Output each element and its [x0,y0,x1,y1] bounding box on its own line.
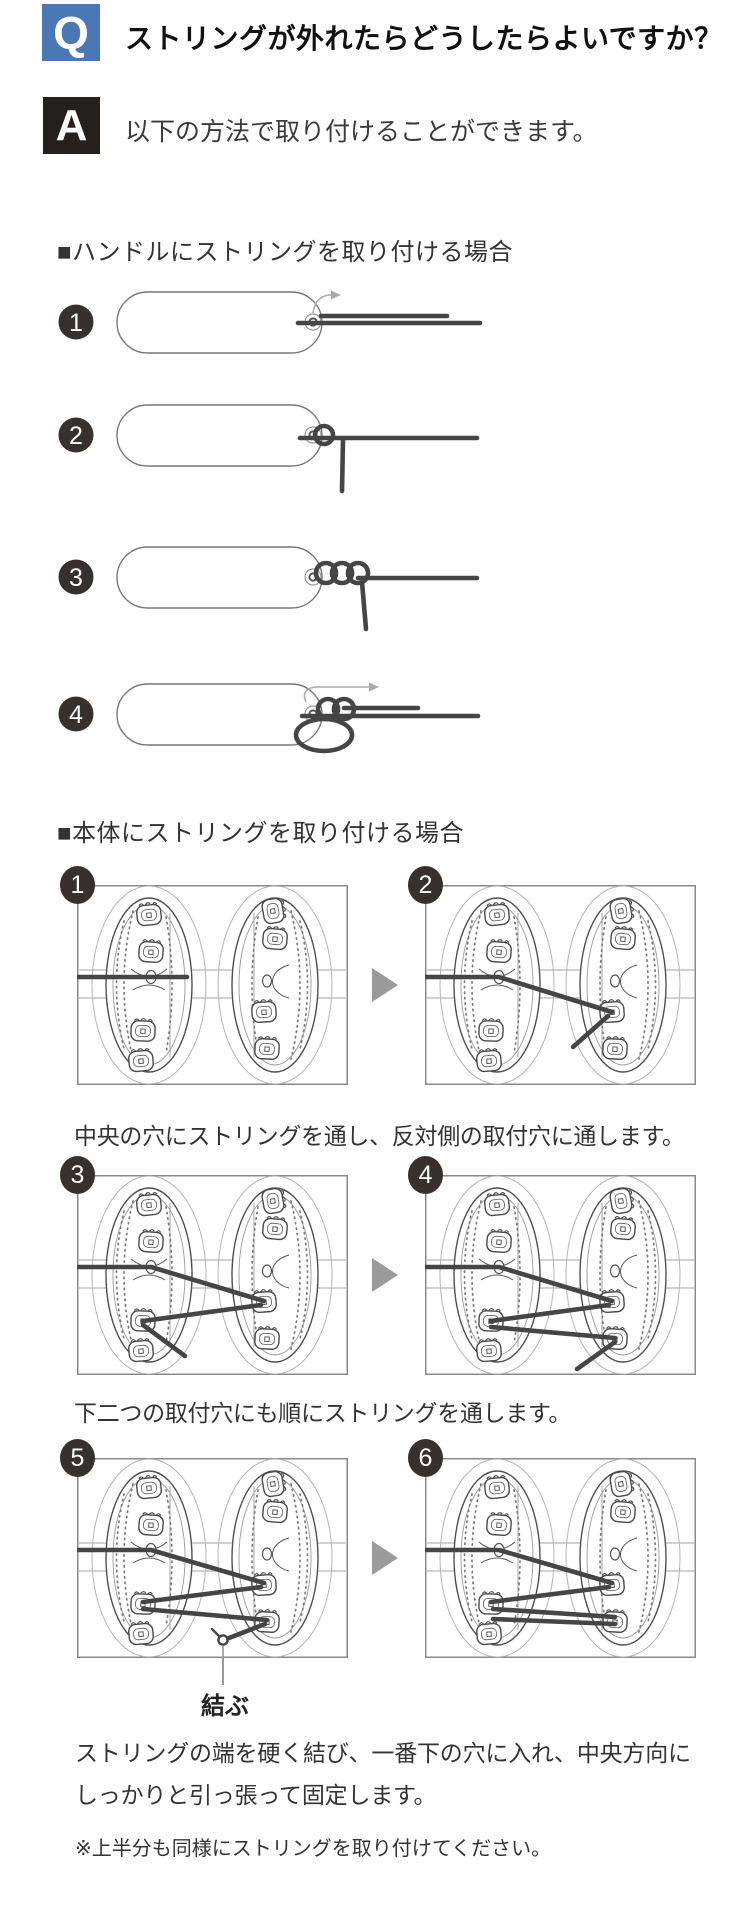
panel-number-badge: 4 [408,1156,443,1194]
step-number-badge [58,559,94,595]
knot-label: 結ぶ [201,1693,249,1720]
curve-arrow-icon [331,290,341,300]
outro-line-1: ストリングの端を硬く結び、一番下の穴に入れ、中央方向に [75,1740,691,1766]
string-path [422,1547,618,1627]
outro-line-2: しっかりと引っ張って固定します。 [75,1782,437,1808]
knot-leader-line [222,1658,224,1685]
step-number-badge [58,696,94,732]
body-section-heading: ■本体にストリングを取り付ける場合 [57,820,464,847]
handle-section-heading: ■ハンドルにストリングを取り付ける場合 [57,239,513,266]
handle-step-1-figure: 1 [58,290,483,354]
next-step-arrow-icon [372,968,398,1002]
note-text: ※上半分も同様にストリングを取り付けてください。 [75,1838,552,1860]
curve-arrow-icon [369,682,379,692]
panel-number-badge: 5 [60,1439,95,1477]
step-number: 3 [69,564,83,592]
string-path [74,1547,270,1646]
pair2-caption: 下二つの取付穴にも順にストリングを通します。 [74,1400,572,1426]
next-step-arrow-icon [372,1258,398,1292]
body-panel-1 [74,885,348,1085]
panel-number-badge: 2 [408,866,443,904]
handle-step-4-figure: 4 [58,682,481,754]
step-number-badge [58,417,94,453]
body-panel-5 [74,1458,348,1658]
step-number: 4 [69,701,83,729]
string-path [74,1264,267,1359]
pair1-caption: 中央の穴にストリングを通し、反対側の取付穴に通します。 [74,1123,685,1149]
panel-number-badge: 1 [60,866,95,904]
body-panel-3 [74,1175,348,1375]
handle-step-3-figure: 3 [58,546,480,632]
panel-number-badge: 6 [408,1439,443,1477]
question-badge: Q [42,4,100,61]
next-step-arrow-icon [372,1541,398,1575]
panel-number-badge: 3 [60,1156,95,1194]
string-path [422,974,615,1050]
step-number-badge [58,304,94,340]
body-panel-6 [422,1458,696,1658]
body-panel-4 [422,1175,696,1375]
knot [217,1634,229,1646]
answer-badge: A [43,97,100,154]
answer-text: 以下の方法で取り付けることができます。 [125,118,598,146]
body-panel-2 [422,885,696,1085]
question-text: ストリングが外れたらどうしたらよいですか？ [125,23,723,54]
step-number: 1 [69,309,83,337]
handle-step-2-figure: 2 [58,404,480,494]
string-path [422,1264,618,1372]
step-number: 2 [69,422,83,450]
